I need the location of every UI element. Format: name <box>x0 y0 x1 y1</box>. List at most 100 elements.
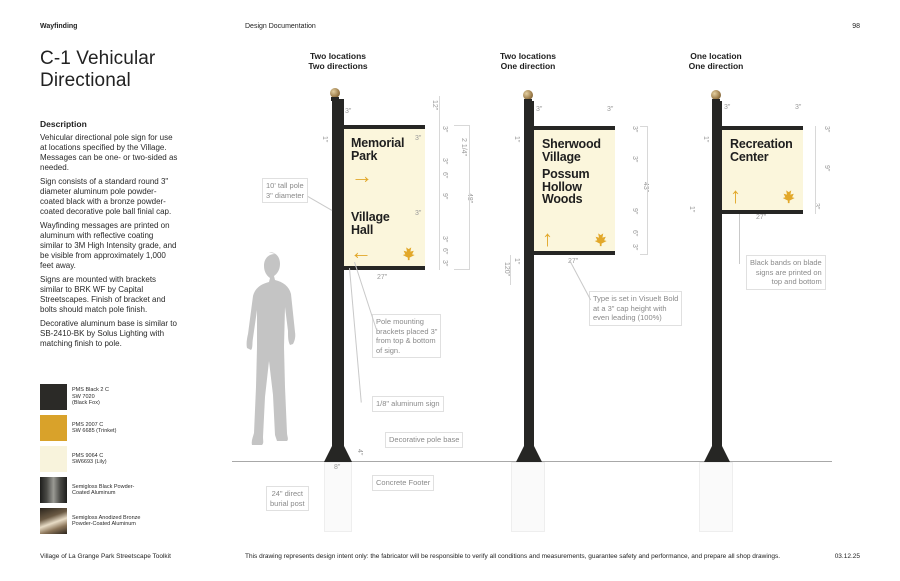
dim: 3" <box>441 236 448 243</box>
leader-line <box>307 196 333 211</box>
swatch-black <box>40 384 67 410</box>
description-paragraph: Wayfinding messages are printed on alumi… <box>40 221 177 270</box>
page-title-line2: Directional <box>40 70 131 91</box>
description-paragraph: Decorative aluminum base is similar to S… <box>40 319 177 348</box>
dim: 3" <box>631 156 638 163</box>
swatch-row: Semigloss Anodized Bronze Powder-Coated … <box>40 508 140 534</box>
dim: 6" <box>631 230 638 237</box>
dim: 3" <box>607 106 614 113</box>
leader-line <box>739 214 740 264</box>
dim: 6" <box>441 172 448 179</box>
dim: 3" <box>345 108 352 115</box>
bracket <box>340 136 344 147</box>
callout-aluminum: 1/8" aluminum sign <box>372 396 444 412</box>
arrow-up-icon: ↑ <box>730 183 741 208</box>
base-width-dim: 8" <box>334 464 341 471</box>
swatch-label: PMS 2007 C SW 6685 (Trinket) <box>72 421 117 435</box>
description-paragraph: Vehicular directional pole sign for use … <box>40 133 178 172</box>
dim-line <box>640 126 648 255</box>
column-title-2: Two locations One direction <box>468 51 588 71</box>
swatch-label: PMS 9064 C SW6693 (Lily) <box>72 452 107 466</box>
sign-text-line: Village <box>351 210 390 224</box>
swatch-row: PMS 2007 C SW 6685 (Trinket) <box>40 415 140 441</box>
pole-2-footer <box>511 462 545 532</box>
swatch-label: Semigloss Anodized Bronze Powder-Coated … <box>72 514 141 528</box>
swatch-metallic-bronze <box>40 508 67 534</box>
description-heading: Description <box>40 119 87 129</box>
sign-text-line: Village <box>542 149 581 164</box>
finial-icon <box>330 88 340 98</box>
page-number: 98 <box>852 23 860 30</box>
dim: 9" <box>823 165 830 172</box>
callout-type: Type is set in Visuelt Bold at a 3" cap … <box>589 291 683 326</box>
maple-leaf-icon <box>782 187 795 204</box>
section-label: Wayfinding <box>40 23 78 30</box>
dim: 9" <box>631 208 638 215</box>
dim: 3" <box>441 260 448 267</box>
dim-line <box>510 255 516 285</box>
callout-pole: 10' tall pole 3" diameter <box>262 178 309 203</box>
sign-1-message-2: Village Hall <box>351 211 390 236</box>
dim: 3" <box>795 104 802 111</box>
maple-leaf-icon <box>594 230 607 247</box>
color-swatches: PMS Black 2 C SW 7020 (Black Fox) PMS 20… <box>40 384 140 539</box>
pole-1 <box>332 99 344 449</box>
dim: 3" <box>441 158 448 165</box>
dim: 3" <box>536 106 543 113</box>
arrow-left-icon: ← <box>350 239 372 264</box>
pole-3-base <box>704 440 730 462</box>
column-title-1: Two locations Two directions <box>278 51 398 71</box>
footer-disclaimer: This drawing represents design intent on… <box>245 553 781 560</box>
sign-3-message-1: Recreation Center <box>730 138 793 163</box>
dim: 3" <box>631 244 638 251</box>
callout-bands: Black bands on blade signs are printed o… <box>746 255 826 290</box>
finial-icon <box>711 90 721 100</box>
sign-1-width-dim: 27" <box>377 274 388 281</box>
leader-line <box>569 260 592 301</box>
sign-text-line: Memorial <box>351 136 405 150</box>
description-paragraph: Signs are mounted with brackets similar … <box>40 275 166 314</box>
bracket <box>340 236 344 247</box>
column-title-3: One location One direction <box>656 51 776 71</box>
base-height-dim: 4" <box>356 449 363 456</box>
dim: 1" <box>702 136 709 143</box>
arrow-up-icon: ↑ <box>542 226 553 251</box>
doc-type-label: Design Documentation <box>245 23 316 30</box>
sign-2-message-1: Sherwood Village <box>542 138 601 163</box>
page-title-line1: C-1 Vehicular <box>40 48 156 69</box>
dim: 1" <box>688 206 695 213</box>
swatch-row: Semigloss Black Powder- Coated Aluminum <box>40 477 140 503</box>
dim: 2 1/4" <box>460 138 467 157</box>
column-title-line: Two directions <box>308 61 368 71</box>
description-paragraph: Sign consists of a standard round 3" dia… <box>40 177 172 216</box>
swatch-gold <box>40 415 67 441</box>
dim: 3" <box>631 126 638 133</box>
pole-2-base <box>516 440 542 462</box>
leader-line <box>354 262 377 329</box>
sign-text-line: Possum <box>542 167 590 181</box>
swatch-label: PMS Black 2 C SW 7020 (Black Fox) <box>72 387 109 407</box>
pole-3-footer <box>699 462 733 532</box>
sign-text-line: Center <box>730 149 769 164</box>
sign-text-line: Woods <box>542 192 583 206</box>
dim: 12" <box>431 100 438 111</box>
dim-line <box>454 125 470 270</box>
dim-line <box>806 126 816 214</box>
column-title-line: One location <box>690 51 742 61</box>
sign-2-height-dim: 43" <box>642 182 649 193</box>
sign-2-blade: Sherwood Village Possum Hollow Woods ↑ <box>534 126 615 255</box>
column-title-line: One direction <box>688 61 744 71</box>
pole-3-finial <box>711 90 721 100</box>
sign-text-line: Sherwood <box>542 137 601 151</box>
pole-1-finial <box>330 88 340 98</box>
dim: 9" <box>441 193 448 200</box>
sign-text-line: Recreation <box>730 137 793 151</box>
sign-1-message-1: Memorial Park <box>351 137 404 162</box>
column-title-line: Two locations <box>499 51 557 61</box>
sign-2-width-dim: 27" <box>568 258 579 265</box>
dim: 3" <box>415 135 422 142</box>
swatch-row: PMS 9064 C SW6693 (Lily) <box>40 446 140 472</box>
human-silhouette-icon <box>246 252 296 445</box>
leader-line <box>349 268 362 403</box>
pole-3 <box>712 101 722 449</box>
